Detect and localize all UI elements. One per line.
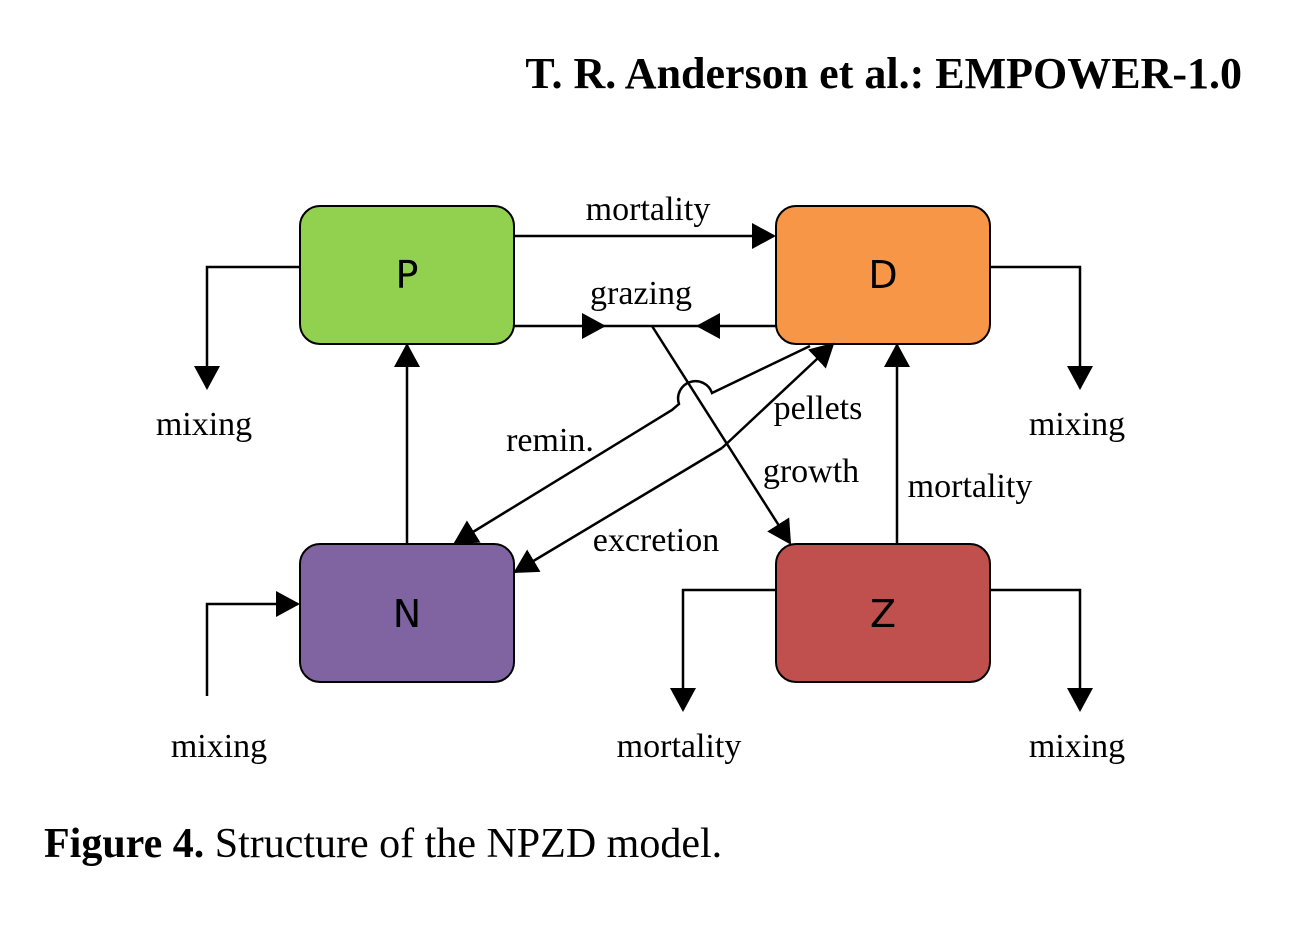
arrow-excretion-to-n [513, 446, 723, 574]
figure-caption-text: Structure of the NPZD model. [204, 821, 723, 867]
box-z-label: Z [870, 592, 896, 636]
label-n-mixing: mixing [171, 728, 267, 765]
running-header: T. R. Anderson et al.: EMPOWER-1.0 [525, 49, 1242, 98]
label-z-to-d-mortality: mortality [908, 468, 1033, 505]
arrow-n-mixing [205, 591, 300, 696]
arrow-growth-to-z [650, 325, 792, 545]
figure-caption: Figure 4. Structure of the NPZD model. [44, 820, 722, 868]
label-remin: remin. [506, 422, 594, 459]
box-d-rect [775, 205, 991, 345]
arrow-d-to-n-remin [453, 344, 811, 545]
label-excretion: excretion [593, 522, 720, 559]
label-p-mixing: mixing [156, 406, 252, 443]
label-d-mixing: mixing [1029, 406, 1125, 443]
box-z: Z [775, 543, 991, 683]
label-z-mixing: mixing [1029, 728, 1125, 765]
box-n: N [299, 543, 515, 683]
label-z-mortality-loss: mortality [617, 728, 742, 765]
label-growth: growth [763, 453, 859, 490]
box-n-label: N [393, 592, 421, 636]
label-p-to-d-mortality: mortality [586, 191, 711, 228]
box-p-label: P [396, 253, 419, 297]
box-d-label: D [868, 253, 897, 297]
label-pellets: pellets [774, 390, 863, 427]
arrow-z-mortality-loss [670, 588, 776, 712]
arrow-d-mixing [990, 265, 1093, 390]
arrow-pellets-to-d [721, 342, 835, 449]
npzd-diagram: P D N Z [156, 191, 1125, 765]
arrow-p-mixing [194, 265, 300, 390]
box-z-rect [775, 543, 991, 683]
box-p: P [299, 205, 515, 345]
arrow-z-mixing [990, 588, 1093, 712]
label-grazing: grazing [590, 275, 692, 312]
box-d: D [775, 205, 991, 345]
figure-number: Figure 4. [44, 821, 205, 867]
